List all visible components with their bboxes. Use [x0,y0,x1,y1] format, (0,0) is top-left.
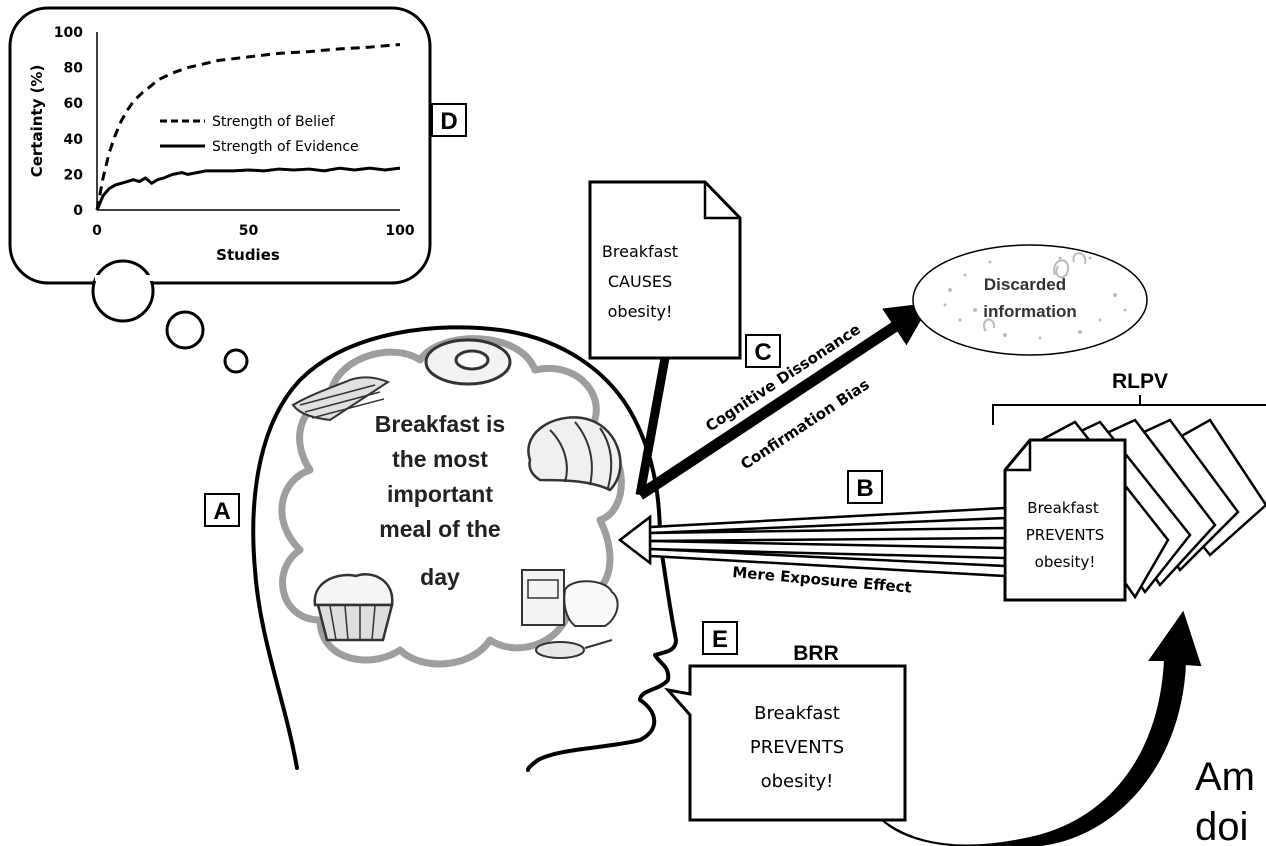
panel-c-label: C [754,339,771,366]
panel-b-box [847,470,883,504]
evidence-series-line [95,166,401,211]
contradicting-line-2: CAUSES [608,272,672,291]
feedback-curve-arrow [881,610,1202,846]
belief-series-line [95,42,401,211]
belief-line-4: meal of the [379,516,500,542]
discarded-scatter [943,256,1127,340]
certainty-chart: 0 20 40 60 80 100 0 50 100 Certainty (%) Studie… [28,25,415,264]
discarded-ellipse [912,244,1148,356]
panel-a-box [204,493,240,527]
egg-icon [424,338,512,386]
cutoff-text-line-2: doi [1195,805,1248,846]
panel-d-label: D [440,108,457,135]
speech-bubble [664,664,907,822]
document-stem [635,357,670,496]
x-axis-label: Studies [216,246,280,264]
belief-line-3: important [387,481,493,507]
speech-line-3: obesity! [761,771,834,792]
thought-bubble [8,6,432,285]
document-fold [703,182,740,220]
discarded-line-2: information [983,302,1077,321]
x-tick-label: 0 [92,223,102,239]
thought-circle-medium [165,310,205,350]
y-tick-label: 60 [64,96,84,112]
panel-c-box [745,334,781,368]
thought-circle-large [91,259,155,323]
y-tick-label: 40 [64,132,84,148]
belief-line-2: the most [392,446,488,472]
speech-bubble-text: Breakfast PREVENTS obesity! [750,703,844,792]
cutoff-text-line-1: Am [1195,755,1255,799]
contradicting-line-1: Breakfast [602,242,678,261]
thought-bubble-cover [95,275,155,281]
contradicting-study-text: Breakfast CAUSES obesity! [602,242,678,321]
panel-e-box [702,621,738,655]
rlpv-paper-fold [1005,440,1032,472]
rlpv-paper-text: Breakfast PREVENTS obesity! [1026,499,1105,571]
panel-b-label: B [856,475,873,502]
bacon-icon [291,376,391,422]
y-axis-label: Certainty (%) [28,65,46,178]
y-tick-label: 0 [73,203,83,219]
y-tick-label: 100 [54,25,83,41]
contradicting-line-3: obesity! [608,302,673,321]
legend-label-belief: Strength of Belief [212,114,336,130]
x-tick-label: 100 [385,223,414,239]
head-belief-text: Breakfast is the most important meal of … [375,411,505,590]
x-tick-label: 50 [239,223,259,239]
brr-label: BRR [793,642,839,665]
legend-label-evidence: Strength of Evidence [212,139,359,155]
rlpv-label: RLPV [1112,370,1168,393]
belief-line-5: day [420,564,460,590]
panel-d-box [431,103,467,137]
discarded-text: Discarded information [983,275,1077,321]
rlpv-line-1: Breakfast [1027,499,1099,517]
discarded-squiggles [983,252,1087,331]
speech-line-2: PREVENTS [750,737,844,758]
chart-legend: Strength of Belief Strength of Evidence [160,114,359,155]
contradicting-study-document [588,180,742,360]
belief-line-1: Breakfast is [375,411,505,437]
panel-e-label: E [712,626,728,653]
panel-a-label: A [213,498,230,525]
y-tick-label: 20 [64,167,84,183]
rlpv-bracket [992,395,1266,425]
y-tick-label: 80 [64,61,84,77]
rlpv-front-paper [1003,438,1127,602]
discarded-line-1: Discarded [984,275,1066,294]
rlpv-line-3: obesity! [1035,553,1096,571]
rlpv-line-2: PREVENTS [1026,526,1105,544]
muffin-icon [313,573,394,642]
cereal-icon [521,569,619,659]
speech-line-1: Breakfast [754,703,840,724]
exposure-arrows [617,506,1007,578]
croissant-icon [527,416,622,492]
thought-circle-small [223,348,249,374]
deflection-arrow [636,302,932,500]
